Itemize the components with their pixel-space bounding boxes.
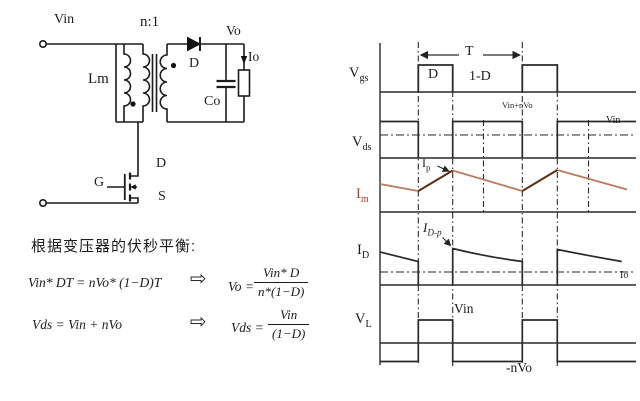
co-label: Co <box>204 94 221 109</box>
ip-arrow <box>437 165 450 172</box>
idp-sub: D-p <box>427 227 442 238</box>
source-wire <box>130 197 139 203</box>
idp-base: I <box>423 220 428 235</box>
im-wave-rise <box>417 169 558 192</box>
vds-row-label: Vds <box>352 135 372 153</box>
id-peak-label: ID-p <box>423 221 442 238</box>
lm-coil <box>123 44 132 122</box>
ip-base: I <box>422 156 426 170</box>
eq1-denominator: n*(1−D) <box>254 282 309 300</box>
vgs-wave <box>417 64 559 92</box>
io-arrowhead <box>240 56 248 64</box>
ip-sub: p <box>426 163 431 173</box>
eq2-denominator: (1−D) <box>268 324 310 342</box>
vds-base: V <box>352 134 363 150</box>
vertical-guides <box>417 42 590 366</box>
vl-high-label: Vin <box>454 301 474 316</box>
primary-coil <box>142 44 151 122</box>
eq1-numerator: Vin* D <box>263 265 300 280</box>
diode-label: D <box>189 56 200 71</box>
lm-label: Lm <box>88 71 109 87</box>
vds-peak-label: Vin+nVo <box>502 100 533 110</box>
eq1-lhs: Vin* DT = nVo* (1−D)T <box>28 275 162 290</box>
one-minus-duty-label: 1-D <box>469 69 491 84</box>
im-wave-fall <box>379 169 628 192</box>
drain-label: D <box>156 156 167 171</box>
mosfet-body-arrow <box>130 184 136 190</box>
eq2-fraction: Vin (1−D) <box>268 307 310 342</box>
eq1-result-lhs: Vo = <box>228 279 254 294</box>
eq2-lhs: Vds = Vin + nVo <box>32 317 122 332</box>
diode-symbol <box>187 36 202 52</box>
vl-low-label: -nVo <box>506 360 533 375</box>
vl-sub: L <box>365 318 372 330</box>
eq2-numerator: Vin <box>280 307 298 322</box>
eq1-fraction: Vin* D n*(1−D) <box>254 265 309 300</box>
im-peak-label: Ip <box>422 157 430 173</box>
vl-row-label: VL <box>355 312 372 330</box>
load-resistor <box>237 69 251 97</box>
vds-avg-label: Vin <box>606 115 621 126</box>
transformer-core <box>151 54 158 112</box>
duty-label: D <box>428 67 439 82</box>
id-base: I <box>357 242 362 258</box>
drain-wire <box>130 122 139 177</box>
id-sub: D <box>361 249 370 261</box>
im-row-label: Im <box>356 187 369 205</box>
vo-label: Vo <box>226 23 241 38</box>
turns-ratio-label: n:1 <box>140 14 160 30</box>
period-label: T <box>465 44 474 59</box>
io-label: Io <box>248 49 260 64</box>
vl-base: V <box>355 311 366 327</box>
vgs-row-label: Vgs <box>349 66 369 84</box>
im-base: I <box>356 186 361 202</box>
eq2-result-lhs: Vds = <box>231 320 264 335</box>
vl-wave <box>380 319 636 363</box>
secondary-dot <box>170 62 177 69</box>
primary-dot <box>130 101 136 107</box>
eq2-implies-icon: ⇨ <box>190 309 207 333</box>
cap-plates <box>216 79 236 89</box>
row-baselines <box>380 91 636 344</box>
secondary-coil <box>159 44 168 122</box>
input-terminal-top <box>38 39 47 48</box>
circuit-schematic <box>38 36 251 208</box>
analysis-heading: 根据变压器的伏秒平衡: <box>31 238 197 255</box>
waveform-diagram <box>379 42 636 366</box>
vds-sub: ds <box>362 141 372 153</box>
vds-wave <box>380 120 636 158</box>
source-label: S <box>158 189 166 204</box>
vgs-sub: gs <box>359 72 369 84</box>
eq1-implies-icon: ⇨ <box>190 266 207 290</box>
im-sub: m <box>360 193 369 205</box>
idp-arrow <box>442 237 452 247</box>
io-level-label: Io <box>620 270 629 281</box>
vin-label: Vin <box>54 12 75 27</box>
vgs-base: V <box>349 65 360 81</box>
id-row-label: ID <box>357 243 369 261</box>
id-wave <box>379 247 622 285</box>
gate-label: G <box>94 175 105 190</box>
input-terminal-bottom <box>38 199 47 208</box>
